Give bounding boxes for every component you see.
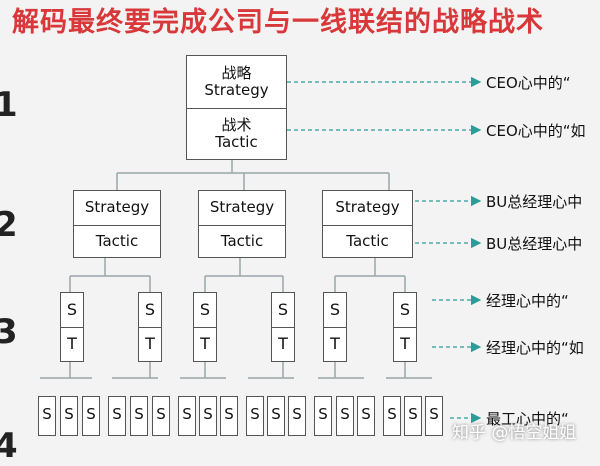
staff-box: S xyxy=(357,396,375,436)
bu-box: Strategy Tactic xyxy=(198,190,286,258)
bu-tactic-cell: Tactic xyxy=(220,231,264,250)
manager-box: S T xyxy=(60,292,84,362)
staff-strategy-cell: S xyxy=(318,405,328,424)
manager-strategy-cell: S xyxy=(139,293,161,328)
staff-strategy-cell: S xyxy=(429,405,439,424)
ceo-box: 战略 Strategy 战术 Tactic xyxy=(186,55,287,160)
staff-strategy-cell: S xyxy=(361,405,371,424)
staff-box: S xyxy=(383,396,401,436)
manager-strategy-cell: S xyxy=(61,293,83,328)
staff-box: S xyxy=(314,396,332,436)
staff-strategy-cell: S xyxy=(271,405,281,424)
staff-box: S xyxy=(336,396,354,436)
level-3-label: 3 xyxy=(0,312,18,352)
staff-box: S xyxy=(60,396,78,436)
bu-box: Strategy Tactic xyxy=(322,190,413,258)
bu-strategy-cell: Strategy xyxy=(199,191,285,226)
level-1-label: 1 xyxy=(0,85,18,125)
manager-tactic-cell: T xyxy=(330,333,340,353)
connector-lines xyxy=(40,76,482,424)
staff-box: S xyxy=(425,396,443,436)
manager-box: S T xyxy=(393,292,417,362)
staff-strategy-cell: S xyxy=(86,405,96,424)
page-title: 解码最终要完成公司与一线联结的战略战术 xyxy=(12,7,544,38)
staff-strategy-cell: S xyxy=(250,405,260,424)
watermark: 知乎 @悟空姐姐 xyxy=(452,423,577,443)
staff-strategy-cell: S xyxy=(408,405,418,424)
staff-box: S xyxy=(220,396,238,436)
staff-strategy-cell: S xyxy=(134,405,144,424)
staff-box: S xyxy=(38,396,56,436)
ceo-strategy-cell: 战略 Strategy xyxy=(187,56,286,109)
staff-strategy-cell: S xyxy=(224,405,234,424)
bu-box: Strategy Tactic xyxy=(73,190,161,258)
staff-box: S xyxy=(130,396,148,436)
manager-tactic-cell: T xyxy=(200,333,210,353)
note-bu-tactic: BU总经理心中 xyxy=(486,235,583,253)
staff-strategy-cell: S xyxy=(42,405,52,424)
staff-box: S xyxy=(82,396,100,436)
staff-strategy-cell: S xyxy=(292,405,302,424)
staff-strategy-cell: S xyxy=(156,405,166,424)
staff-strategy-cell: S xyxy=(64,405,74,424)
staff-box: S xyxy=(178,396,196,436)
note-staff: 最工心中的“ xyxy=(486,410,569,428)
manager-tactic-cell: T xyxy=(278,333,288,353)
manager-tactic-cell: T xyxy=(67,333,77,353)
bu-strategy-cell: Strategy xyxy=(74,191,160,226)
manager-box: S T xyxy=(138,292,162,362)
manager-box: S T xyxy=(323,292,347,362)
note-ceo-strategy: CEO心中的“ xyxy=(486,74,571,92)
staff-box: S xyxy=(246,396,264,436)
staff-box: S xyxy=(152,396,170,436)
manager-strategy-cell: S xyxy=(194,293,216,328)
bu-tactic-cell: Tactic xyxy=(346,231,389,250)
staff-strategy-cell: S xyxy=(112,405,122,424)
manager-box: S T xyxy=(193,292,217,362)
staff-box: S xyxy=(108,396,126,436)
staff-strategy-cell: S xyxy=(203,405,213,424)
staff-strategy-cell: S xyxy=(182,405,192,424)
note-bu-strategy: BU总经理心中 xyxy=(486,193,583,211)
note-manager-tactic: 经理心中的“如 xyxy=(486,339,584,357)
note-manager-strategy: 经理心中的“ xyxy=(486,292,569,310)
bu-tactic-cell: Tactic xyxy=(95,231,139,250)
staff-strategy-cell: S xyxy=(387,405,397,424)
staff-box: S xyxy=(267,396,285,436)
manager-tactic-cell: T xyxy=(145,333,155,353)
ceo-tactic-cell: 战术 Tactic xyxy=(215,115,258,151)
manager-strategy-cell: S xyxy=(324,293,346,328)
note-ceo-tactic: CEO心中的“如 xyxy=(486,122,586,140)
staff-box: S xyxy=(288,396,306,436)
manager-box: S T xyxy=(271,292,295,362)
manager-tactic-cell: T xyxy=(400,333,410,353)
staff-box: S xyxy=(404,396,422,436)
level-2-label: 2 xyxy=(0,205,18,245)
staff-box: S xyxy=(199,396,217,436)
manager-strategy-cell: S xyxy=(394,293,416,328)
bu-strategy-cell: Strategy xyxy=(323,191,412,226)
manager-strategy-cell: S xyxy=(272,293,294,328)
staff-strategy-cell: S xyxy=(340,405,350,424)
